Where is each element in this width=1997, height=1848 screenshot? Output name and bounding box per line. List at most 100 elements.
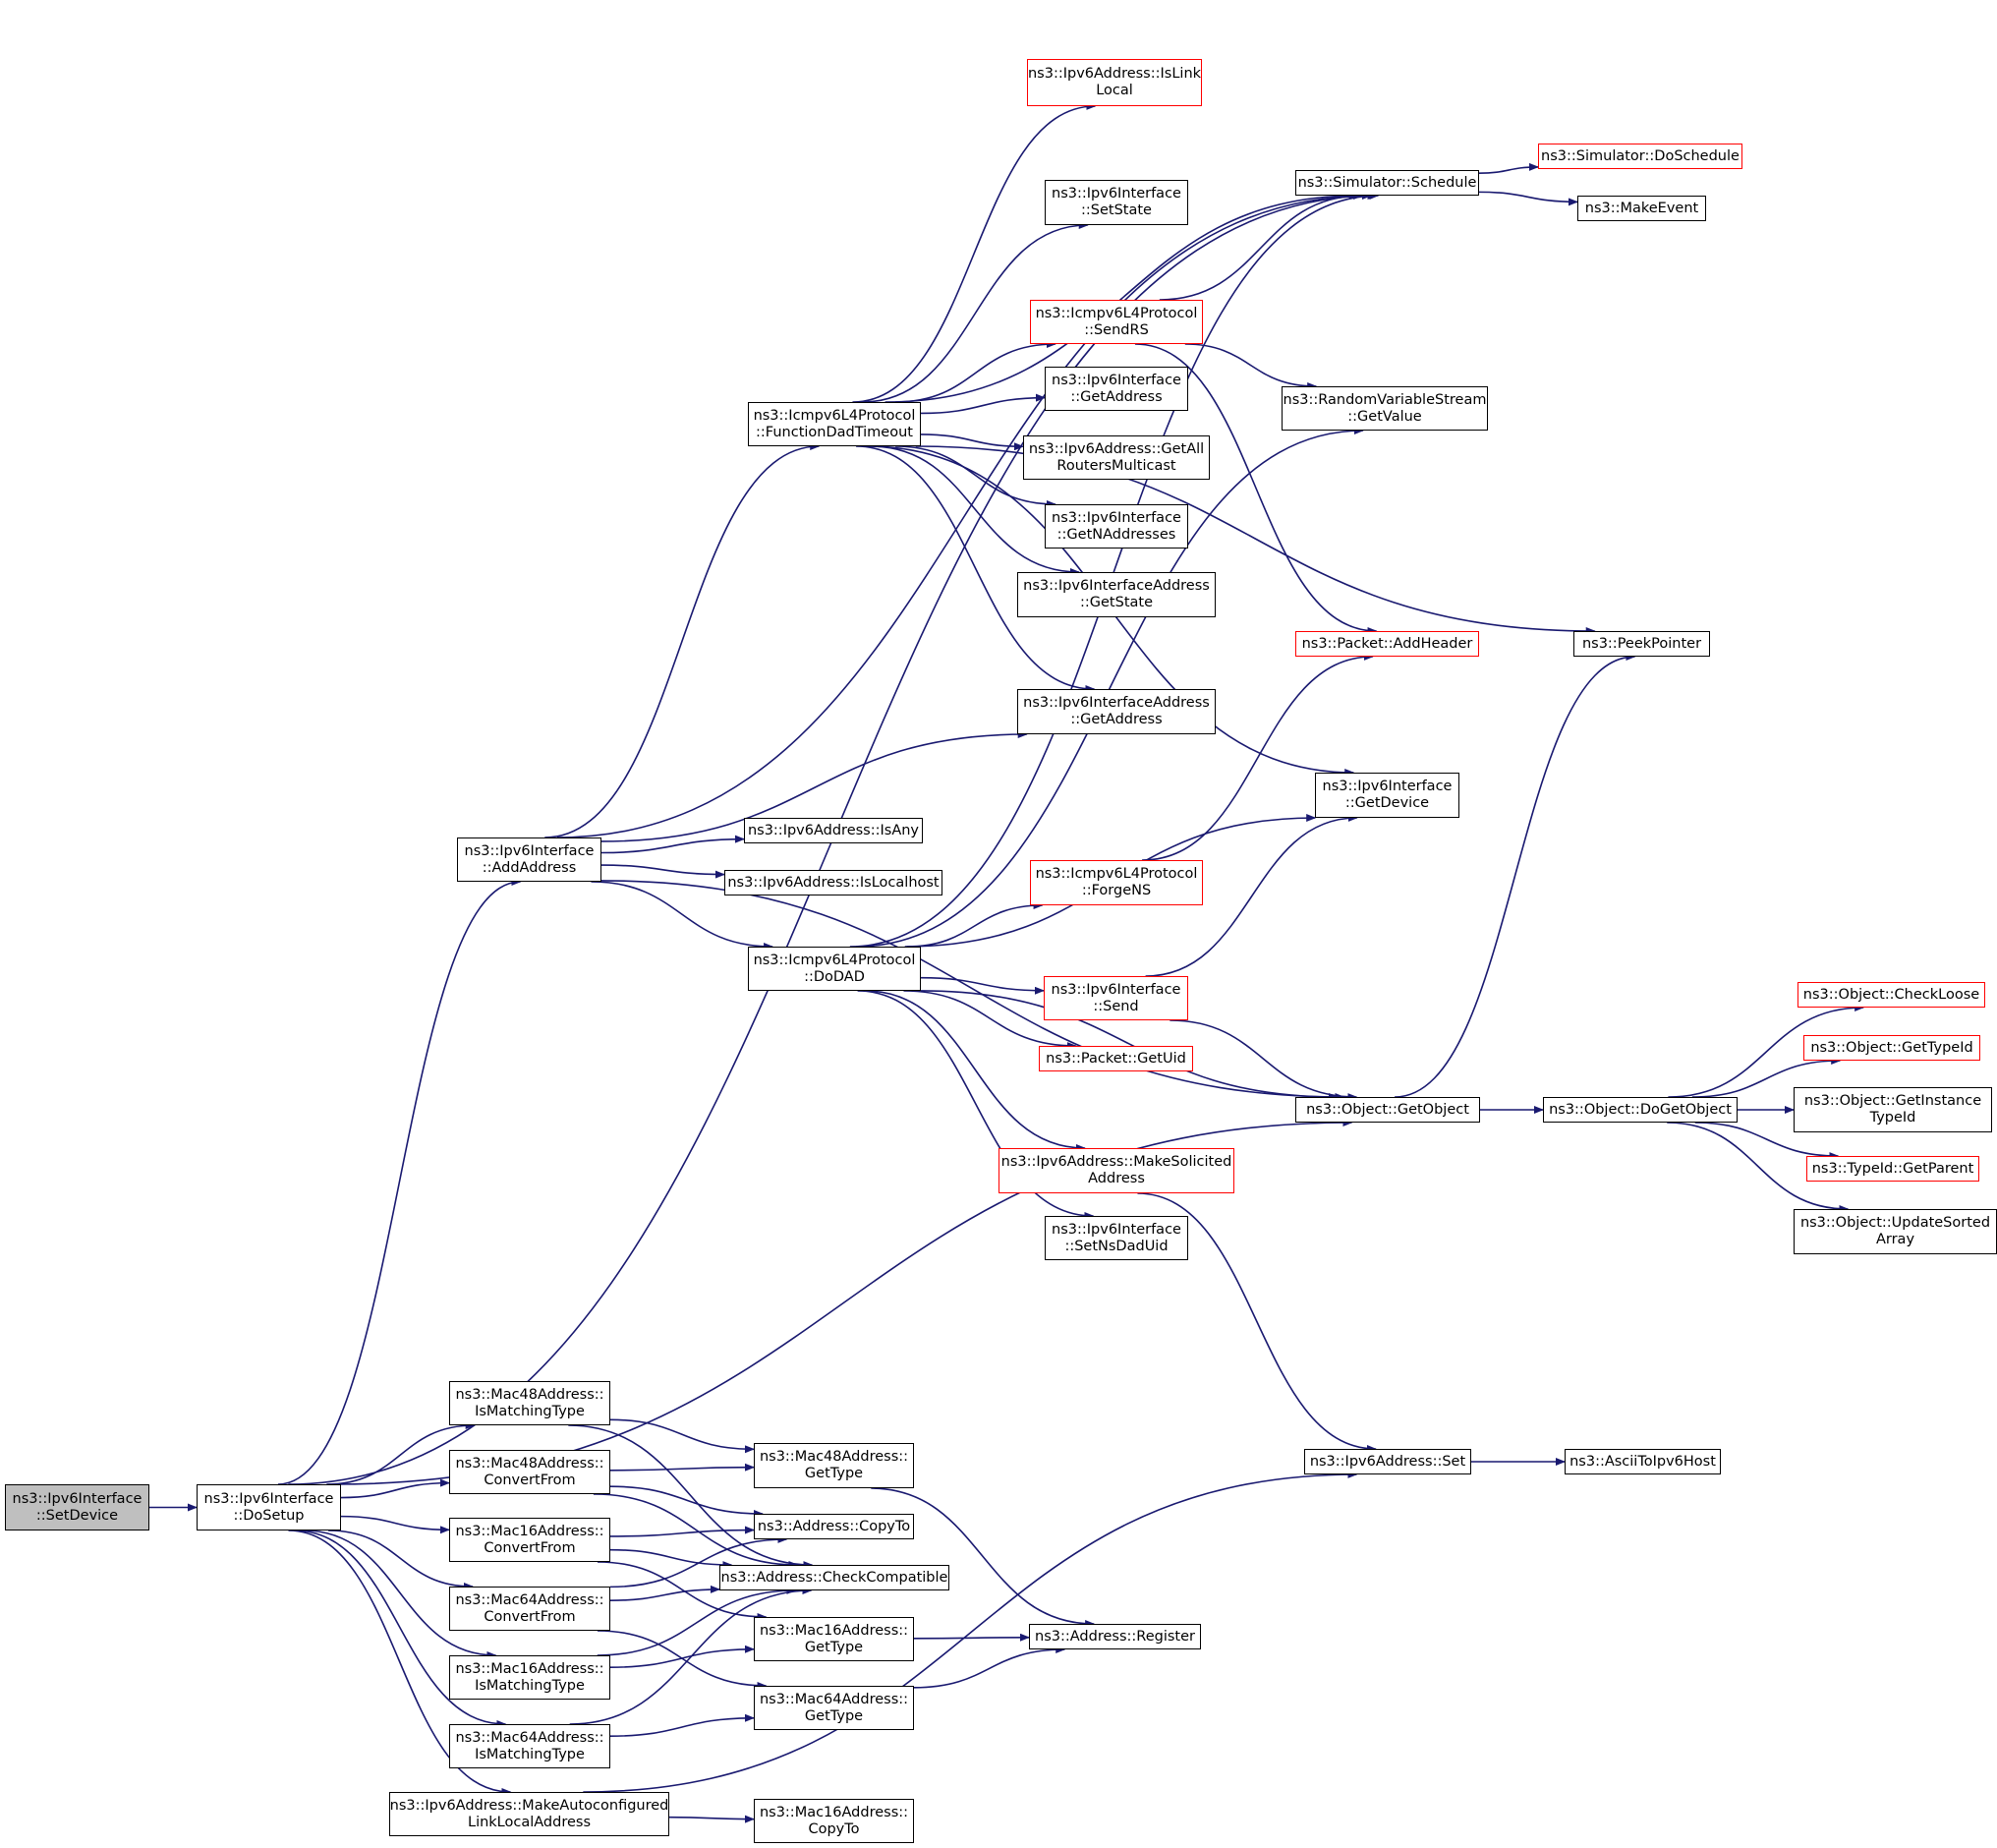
node-ipv6-address-set[interactable]: ns3::Ipv6Address::Set (1304, 1449, 1471, 1474)
edge-function_dad_timeout-to-ifaddr_get_state (871, 445, 1080, 576)
node-set-device: ns3::Ipv6Interface::SetDevice (5, 1484, 149, 1530)
edge-do_setup-to-mac16_is_matching (304, 1530, 497, 1659)
node-peek-pointer[interactable]: ns3::PeekPointer (1573, 631, 1710, 657)
edge-send_rs-to-rvs_get_value (1184, 343, 1318, 390)
node-mac64-is-matching-type[interactable]: ns3::Mac64Address::IsMatchingType (449, 1724, 610, 1768)
node-mac16-copy-to[interactable]: ns3::Mac16Address::CopyTo (754, 1799, 914, 1843)
edge-do_setup-to-mac64_is_matching (294, 1530, 507, 1728)
node-mac64-convert-from[interactable]: ns3::Mac64Address::ConvertFrom (449, 1587, 610, 1631)
node-mac48-get-type[interactable]: ns3::Mac48Address::GetType (754, 1443, 914, 1488)
edge-add_address-to-is_localhost (600, 864, 725, 879)
node-object-get-type-id[interactable]: ns3::Object::GetTypeId (1803, 1035, 1980, 1061)
edge-function_dad_timeout-to-get_n_addresses (895, 445, 1056, 508)
edge-mac16_get_type-to-address_register (913, 1633, 1030, 1642)
node-address-copy-to[interactable]: ns3::Address::CopyTo (754, 1514, 914, 1539)
edge-mac48_convert_from-to-mac48_get_type (609, 1463, 755, 1472)
edge-mac48_get_type-to-address_register (871, 1487, 1096, 1628)
edge-add_address-to-is_any (600, 835, 745, 854)
node-is-localhost[interactable]: ns3::Ipv6Address::IsLocalhost (724, 870, 942, 895)
edge-do_setup-to-mac64_convert_from (328, 1530, 475, 1590)
node-simulator-do-schedule[interactable]: ns3::Simulator::DoSchedule (1538, 144, 1742, 169)
edge-function_dad_timeout-to-get_all_routers (920, 433, 1024, 451)
node-if-send[interactable]: ns3::Ipv6Interface::Send (1044, 976, 1188, 1020)
node-object-do-get-object[interactable]: ns3::Object::DoGetObject (1543, 1097, 1738, 1123)
edge-mac48_convert_from-to-check_compatible (593, 1493, 799, 1569)
edge-mac64_get_type-to-address_register (913, 1646, 1066, 1689)
node-packet-add-header[interactable]: ns3::Packet::AddHeader (1295, 631, 1479, 657)
edge-if_send-to-get_object (1170, 1019, 1358, 1101)
edge-function_dad_timeout-to-schedule (884, 192, 1359, 403)
node-mac64-get-type[interactable]: ns3::Mac64Address::GetType (754, 1686, 914, 1730)
edge-function_dad_timeout-to-if_get_address (920, 393, 1046, 415)
edge-get_object-to-peek_pointer (1395, 653, 1636, 1098)
edge-do_dad-to-if_send (920, 976, 1045, 995)
edge-do_dad-to-packet_get_uid (903, 990, 1077, 1050)
node-is-any[interactable]: ns3::Ipv6Address::IsAny (744, 818, 923, 843)
node-mac16-get-type[interactable]: ns3::Mac16Address::GetType (754, 1617, 914, 1661)
edge-mac64_convert_from-to-address_copy_to (609, 1535, 788, 1588)
edge-mac64_is_matching-to-check_compatible (569, 1587, 813, 1725)
edge-if_send-to-if_get_device (1145, 814, 1358, 977)
edge-mac64_is_matching-to-mac64_get_type (609, 1713, 755, 1737)
node-object-check-loose[interactable]: ns3::Object::CheckLoose (1797, 982, 1985, 1008)
node-get-n-addresses[interactable]: ns3::Ipv6Interface::GetNAddresses (1045, 504, 1188, 549)
edge-add_address-to-get_object (600, 880, 1345, 1101)
edge-schedule-to-do_schedule (1478, 162, 1539, 174)
edge-mac16_convert_from-to-mac16_get_type (597, 1561, 768, 1621)
edge-send_rs-to-schedule (1159, 192, 1364, 301)
node-mac48-is-matching-type[interactable]: ns3::Mac48Address::IsMatchingType (449, 1381, 610, 1425)
edge-do_setup-to-mac48_is_matching (326, 1421, 476, 1485)
node-rvs-get-value[interactable]: ns3::RandomVariableStream::GetValue (1282, 386, 1488, 431)
node-send-rs[interactable]: ns3::Icmpv6L4Protocol::SendRS (1030, 300, 1203, 344)
node-if-get-address[interactable]: ns3::Ipv6Interface::GetAddress (1045, 367, 1188, 411)
edge-do_dad-to-forge_ns (906, 901, 1044, 948)
node-mac16-convert-from[interactable]: ns3::Mac16Address::ConvertFrom (449, 1518, 610, 1562)
node-simulator-schedule[interactable]: ns3::Simulator::Schedule (1295, 170, 1479, 196)
edge-forge_ns-to-add_header (1142, 653, 1374, 861)
edge-do_dad-to-rvs_get_value (856, 427, 1364, 948)
edge-do_setup-to-mac16_convert_from (340, 1515, 450, 1534)
edge-add_address-to-function_dad_timeout (544, 442, 821, 838)
edge-add_address-to-ifaddr_get_address (600, 730, 1028, 842)
node-if-get-device[interactable]: ns3::Ipv6Interface::GetDevice (1315, 773, 1459, 818)
node-function-dad-timeout[interactable]: ns3::Icmpv6L4Protocol::FunctionDadTimeou… (748, 402, 921, 446)
edge-mac48_is_matching-to-check_compatible (568, 1424, 814, 1569)
node-add-address[interactable]: ns3::Ipv6Interface::AddAddress (457, 837, 601, 882)
edge-mac16_convert_from-to-check_compatible (609, 1548, 733, 1569)
node-address-register[interactable]: ns3::Address::Register (1029, 1624, 1201, 1649)
node-mac16-is-matching-type[interactable]: ns3::Mac16Address::IsMatchingType (449, 1655, 610, 1700)
edge-do_get_object-to-update_sorted_array (1667, 1122, 1850, 1213)
node-packet-get-uid[interactable]: ns3::Packet::GetUid (1039, 1046, 1193, 1071)
node-forge-ns[interactable]: ns3::Icmpv6L4Protocol::ForgeNS (1030, 860, 1203, 905)
edge-mac48_convert_from-to-address_copy_to (609, 1485, 765, 1518)
node-mac48-convert-from[interactable]: ns3::Mac48Address::ConvertFrom (449, 1450, 610, 1494)
edge-do_dad-to-get_object (920, 990, 1339, 1101)
edge-do_setup-to-mac48_convert_from (340, 1478, 450, 1499)
node-object-get-object[interactable]: ns3::Object::GetObject (1295, 1097, 1480, 1123)
node-ascii-to-ipv6-host[interactable]: ns3::AsciiToIpv6Host (1565, 1449, 1721, 1474)
node-ifaddr-get-state[interactable]: ns3::Ipv6InterfaceAddress::GetState (1017, 572, 1216, 617)
edge-do_get_object-to-type_id_get_parent (1694, 1122, 1840, 1160)
edge-make_solicited-to-ipv6_set (1137, 1192, 1377, 1453)
node-type-id-get-parent[interactable]: ns3::TypeId::GetParent (1806, 1156, 1979, 1182)
edge-do_get_object-to-obj_get_type_id (1691, 1057, 1842, 1098)
edge-function_dad_timeout-to-is_link_local (852, 102, 1097, 403)
node-if-set-state[interactable]: ns3::Ipv6Interface::SetState (1045, 180, 1188, 225)
edge-mac16_is_matching-to-mac16_get_type (609, 1645, 755, 1668)
node-do-setup[interactable]: ns3::Ipv6Interface::DoSetup (197, 1484, 341, 1530)
node-ifaddr-get-address[interactable]: ns3::Ipv6InterfaceAddress::GetAddress (1017, 689, 1216, 734)
node-do-dad[interactable]: ns3::Icmpv6L4Protocol::DoDAD (748, 947, 921, 991)
edge-function_dad_timeout-to-send_rs (895, 340, 1056, 403)
node-make-event[interactable]: ns3::MakeEvent (1577, 196, 1706, 221)
node-address-check-compatible[interactable]: ns3::Address::CheckCompatible (719, 1565, 949, 1590)
edge-do_setup-to-add_address (277, 878, 522, 1485)
edge-add_address-to-schedule (557, 192, 1373, 838)
node-set-ns-dad-uid[interactable]: ns3::Ipv6Interface::SetNsDadUid (1045, 1216, 1188, 1260)
